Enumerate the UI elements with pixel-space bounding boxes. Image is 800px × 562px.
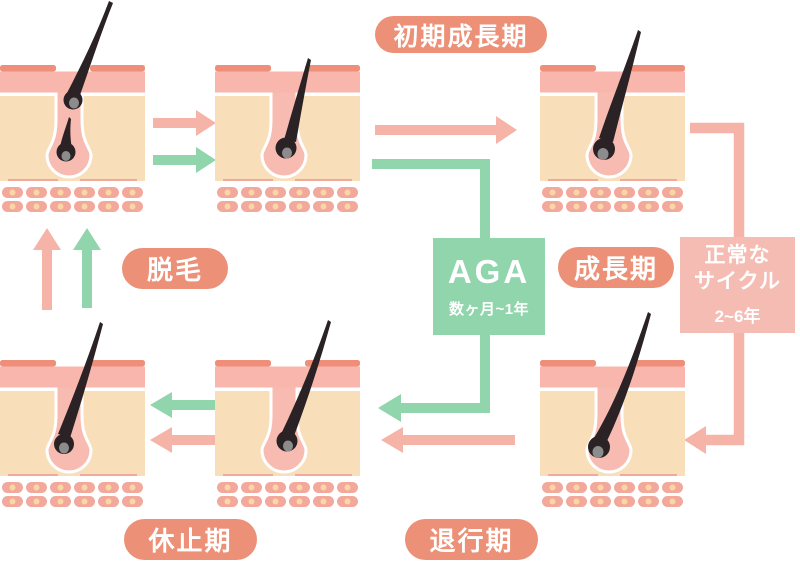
arrow-up-green [73, 228, 101, 308]
skin-panel-early-growth [215, 58, 360, 212]
skin-panel-resting [0, 322, 145, 507]
normal-cycle-title: 正常な サイクル [694, 243, 781, 293]
aga-duration: 数ヶ月~1年 [448, 300, 530, 318]
label-early-growth-phase: 初期成長期 [375, 16, 547, 53]
hair-strand [593, 30, 641, 160]
dermal-papilla [59, 442, 69, 454]
skin-cross-section [0, 360, 145, 507]
label-growth-phase: 成長期 [558, 247, 674, 288]
arrow-up-pink [33, 228, 61, 310]
dermal-papilla [69, 97, 79, 109]
skin-panel-shedding [0, 1, 145, 212]
normal-cycle-duration: 2~6年 [714, 307, 761, 327]
hair-strand [276, 320, 331, 452]
dermal-papilla [592, 446, 604, 458]
label-resting-phase: 休止期 [124, 519, 257, 560]
arrow-right-pink-small [153, 110, 216, 136]
label-hair-loss: 脱毛 [122, 248, 228, 289]
hair-strand [588, 312, 651, 458]
hair-strand [54, 322, 103, 454]
skin-panel-growth [540, 30, 685, 212]
aga-title: AGA [447, 252, 531, 290]
dermal-papilla [282, 147, 292, 159]
shed-hair-strand [63, 1, 113, 110]
normal-cycle-info-box: 正常な サイクル 2~6年 [680, 237, 795, 333]
arrow-left-pink-long [381, 427, 515, 453]
dermal-papilla [61, 151, 71, 161]
arrow-left-green-small [150, 392, 215, 418]
skin-cross-section [540, 360, 685, 507]
dermal-papilla [597, 148, 609, 160]
new-hair-bud [56, 117, 76, 162]
arrow-right-green-small [153, 147, 216, 173]
hair-strand [275, 58, 311, 159]
aga-info-box: AGA 数ヶ月~1年 [433, 238, 545, 335]
skin-panel-mature-growth [540, 312, 685, 507]
arrow-right-pink-long [375, 116, 517, 144]
dermal-papilla [283, 440, 293, 452]
label-regression-phase: 退行期 [405, 519, 538, 560]
skin-panel-regression [215, 320, 360, 507]
arrow-left-pink-small [150, 427, 215, 453]
